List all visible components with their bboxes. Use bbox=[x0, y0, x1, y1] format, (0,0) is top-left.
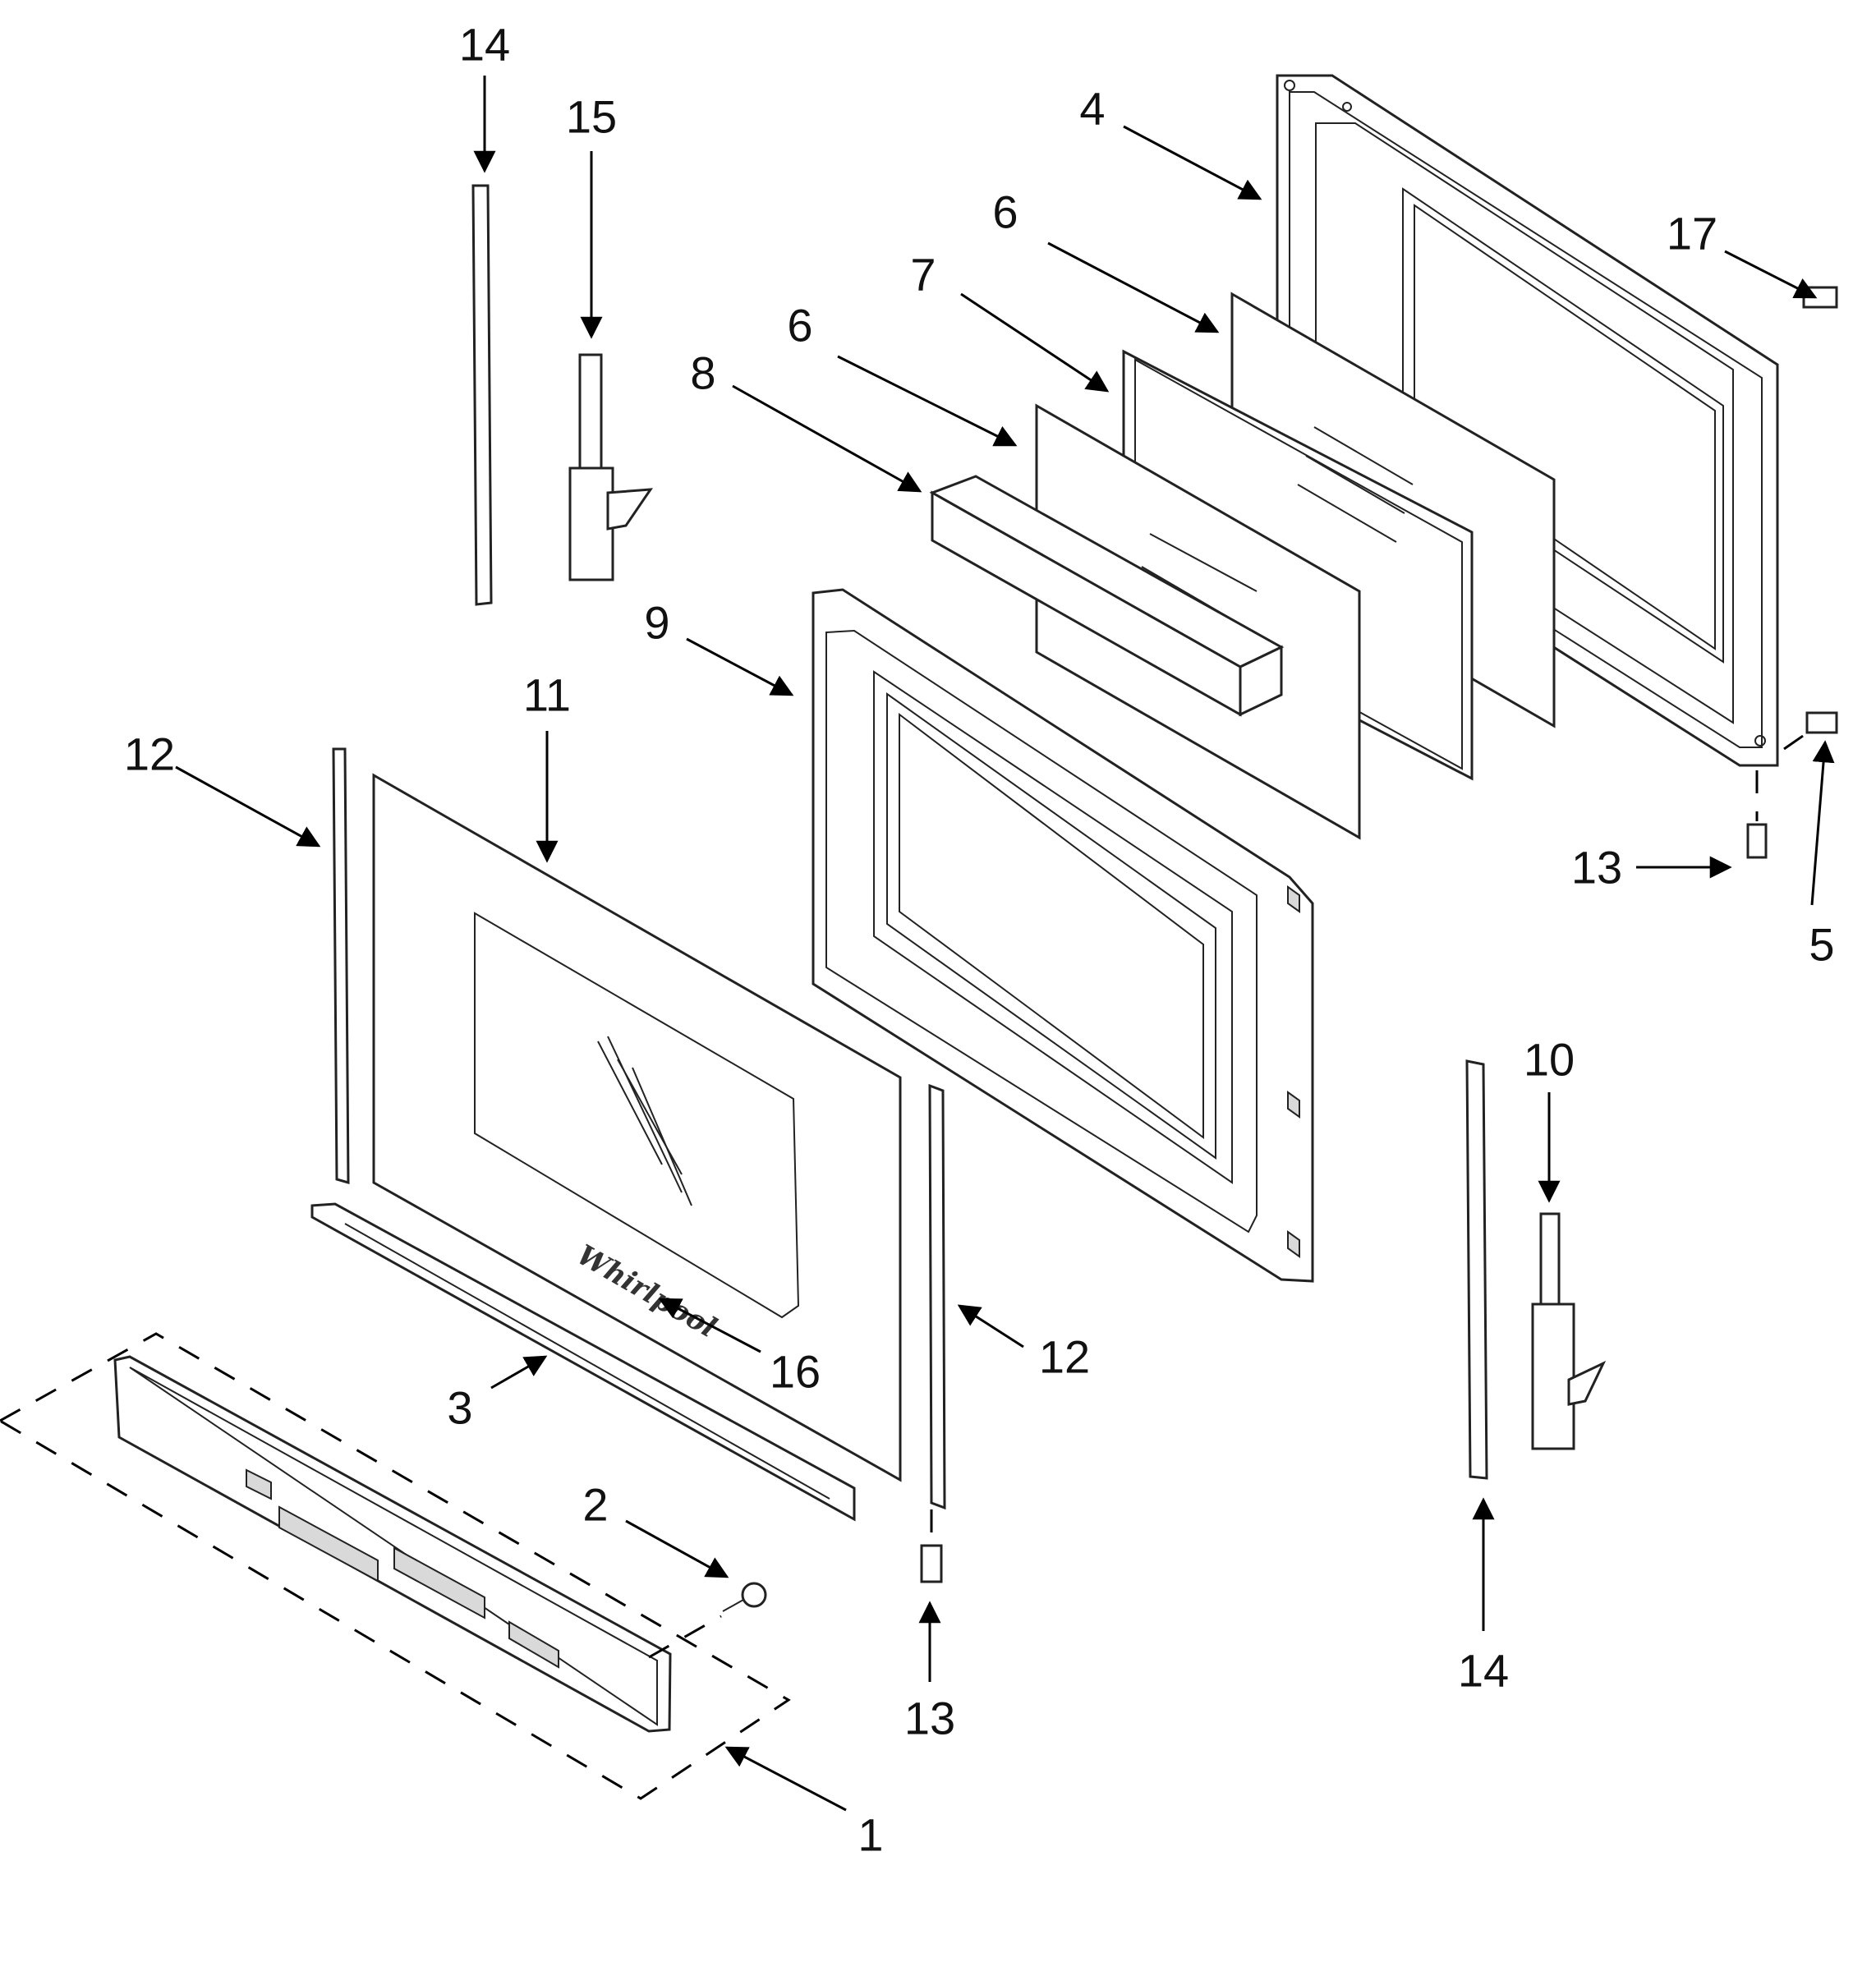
door-handle bbox=[113, 1355, 672, 1733]
fastener-line-2 bbox=[648, 1615, 722, 1659]
screw-p17 bbox=[1802, 286, 1838, 309]
screw-p13-bottom bbox=[920, 1544, 943, 1583]
label-p12a: 12 bbox=[124, 728, 175, 780]
fastener-line-5 bbox=[1783, 733, 1806, 751]
arrow-17 bbox=[1724, 250, 1818, 299]
hinge-channel-right bbox=[1465, 1059, 1488, 1480]
label-p2: 2 bbox=[582, 1479, 608, 1531]
hinge-top bbox=[568, 353, 653, 581]
label-p1: 1 bbox=[858, 1809, 883, 1861]
arrow-1 bbox=[724, 1746, 847, 1812]
arrow-16 bbox=[658, 1298, 761, 1353]
label-p5: 5 bbox=[1809, 919, 1834, 971]
door-frame bbox=[812, 588, 1314, 1283]
label-p11: 11 bbox=[523, 669, 571, 721]
label-p14b: 14 bbox=[1458, 1645, 1509, 1697]
screw-p5 bbox=[1805, 711, 1838, 734]
label-p15: 15 bbox=[566, 91, 617, 143]
arrow-7 bbox=[960, 292, 1110, 393]
inner-door-panel bbox=[1276, 74, 1779, 767]
label-p8: 8 bbox=[690, 347, 715, 399]
vent-channel bbox=[310, 1202, 856, 1522]
label-p14a: 14 bbox=[459, 19, 510, 71]
label-p13b: 13 bbox=[1571, 842, 1622, 894]
hinge-bottom bbox=[1531, 1212, 1607, 1450]
label-p13a: 13 bbox=[904, 1693, 955, 1744]
label-p12b: 12 bbox=[1039, 1331, 1090, 1383]
label-p16: 16 bbox=[770, 1346, 821, 1398]
label-p6b: 6 bbox=[787, 300, 812, 351]
insulation-block bbox=[929, 475, 1285, 717]
label-p9: 9 bbox=[644, 597, 669, 649]
label-p3: 3 bbox=[447, 1382, 472, 1434]
screw-p2 bbox=[722, 1582, 767, 1612]
arrow-6a bbox=[1047, 241, 1220, 333]
label-p7: 7 bbox=[910, 249, 936, 301]
arrow-8 bbox=[732, 384, 922, 493]
arrow-12b bbox=[957, 1304, 1024, 1348]
label-p10: 10 bbox=[1524, 1034, 1575, 1086]
arrow-12a bbox=[175, 765, 321, 848]
side-trim-right bbox=[928, 1083, 946, 1510]
handle-dashed-box bbox=[0, 1332, 791, 1800]
side-trim-left bbox=[332, 747, 350, 1184]
arrow-5 bbox=[1810, 740, 1835, 906]
arrow-4 bbox=[1123, 125, 1262, 200]
hinge-channel-left bbox=[471, 184, 493, 606]
label-p17: 17 bbox=[1667, 208, 1717, 260]
arrow-3 bbox=[490, 1355, 548, 1390]
arrow-6b bbox=[837, 355, 1018, 447]
label-p6a: 6 bbox=[992, 186, 1018, 238]
label-p4: 4 bbox=[1079, 83, 1105, 135]
arrow-2 bbox=[625, 1519, 729, 1578]
screw-p13-right bbox=[1746, 823, 1768, 859]
arrow-9 bbox=[686, 637, 794, 696]
